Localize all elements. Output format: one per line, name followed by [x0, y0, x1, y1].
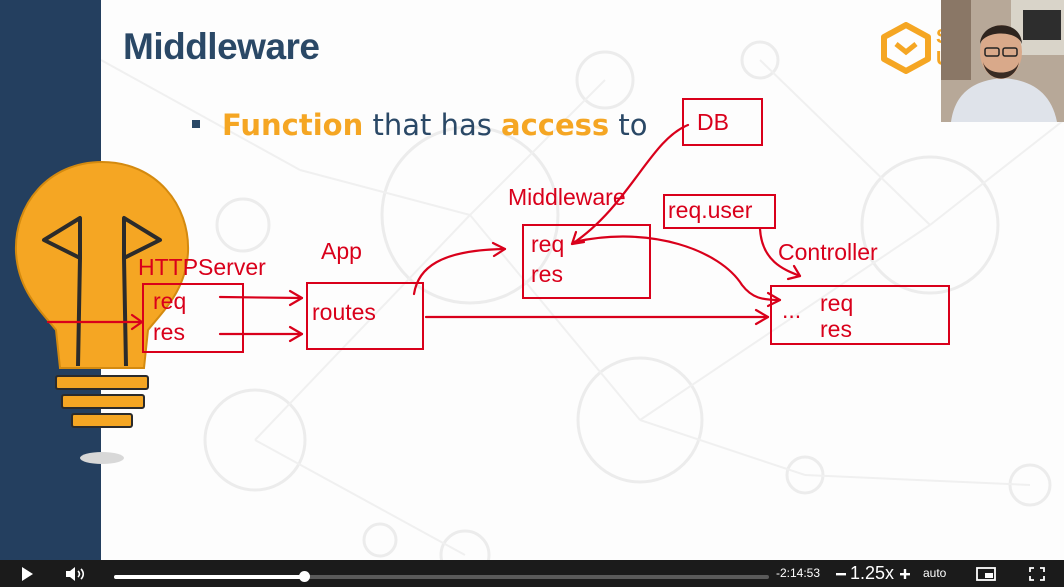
plus-icon [900, 568, 910, 579]
controller-req: req [820, 290, 854, 316]
speed-decrease-button[interactable] [834, 560, 848, 587]
bullet-highlight-access: access [501, 108, 610, 142]
webcam-overlay [941, 0, 1064, 122]
picture-in-picture-icon [976, 566, 996, 581]
bullet-text-1: that has [363, 108, 502, 142]
fullscreen-button[interactable] [1024, 560, 1050, 587]
presenter-image [941, 0, 1064, 122]
middleware-label: Middleware [508, 184, 626, 210]
bullet-text-2: to [609, 108, 648, 142]
middleware-box [522, 224, 651, 299]
speed-increase-button[interactable] [898, 560, 912, 587]
bullet-square-icon [192, 120, 200, 128]
play-icon [22, 566, 33, 581]
httpserver-req: req [153, 288, 187, 314]
lightbulb-icon [14, 160, 190, 464]
logo-icon [881, 22, 931, 74]
middleware-res: res [531, 261, 563, 287]
bullet-line: Function that has access to [192, 108, 648, 142]
controller-box [770, 285, 950, 345]
httpserver-box [142, 283, 244, 353]
progress-bar[interactable] [114, 571, 769, 582]
progress-fill [114, 575, 304, 579]
middleware-req: req [531, 231, 565, 257]
db-label: DB [697, 109, 729, 135]
picture-in-picture-button[interactable] [972, 560, 1000, 587]
slide-title: Middleware [123, 26, 320, 67]
bullet-highlight-function: Function [222, 108, 364, 142]
controller-label: Controller [778, 239, 878, 265]
minus-icon [836, 572, 846, 575]
volume-button[interactable] [60, 560, 92, 587]
annotation-arrows [46, 123, 802, 343]
requser-box [663, 194, 776, 229]
routes-label: routes [312, 299, 376, 325]
progress-scrubber-handle[interactable] [298, 571, 310, 582]
volume-icon [66, 566, 85, 581]
routes-box [306, 282, 424, 350]
controller-res: res [820, 316, 852, 342]
playback-speed[interactable]: 1.25x [850, 563, 895, 583]
controller-dots: ... [782, 297, 802, 323]
httpserver-label: HTTPServer [138, 254, 266, 280]
db-box [682, 98, 763, 146]
time-remaining: -2:14:53 [776, 566, 821, 580]
requser-label: req.user [668, 197, 753, 223]
player-controls: -2:14:53 1.25x auto [0, 560, 1064, 587]
fullscreen-icon [1029, 566, 1045, 581]
quality-selector[interactable]: auto [923, 566, 947, 580]
app-label: App [321, 238, 362, 264]
httpserver-res: res [153, 319, 185, 345]
play-button[interactable] [12, 560, 42, 587]
